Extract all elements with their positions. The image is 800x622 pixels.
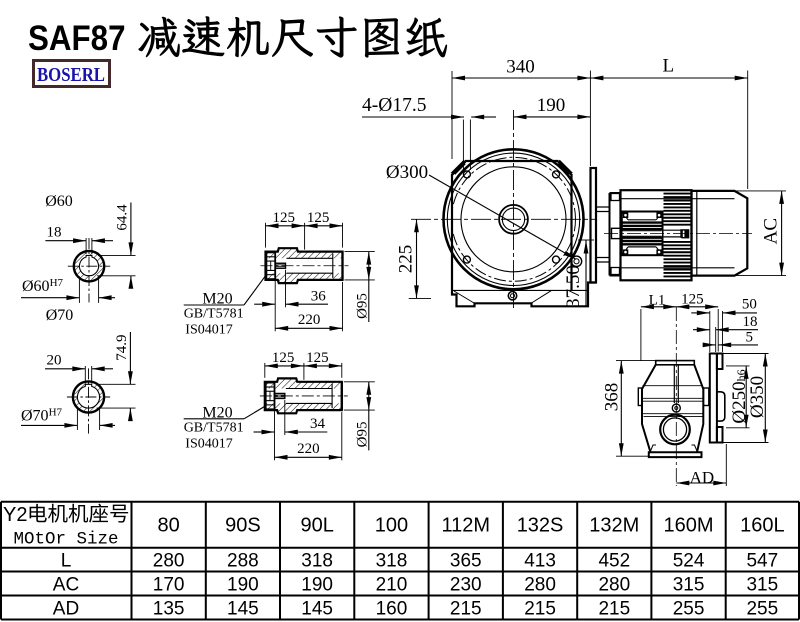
svg-text:318: 318 [301,551,333,572]
svg-text:190: 190 [537,95,566,116]
svg-text:318: 318 [376,551,408,572]
svg-text:GB/T5781: GB/T5781 [184,307,244,322]
svg-text:160M: 160M [664,515,714,537]
svg-text:135: 135 [153,598,185,619]
svg-text:Y2: Y2 [3,504,27,526]
svg-text:288: 288 [227,551,259,572]
svg-text:37.50: 37.50 [563,265,584,308]
svg-text:160L: 160L [740,515,785,537]
svg-text:MOtOr Size: MOtOr Size [13,530,118,550]
svg-text:368: 368 [601,383,622,412]
svg-text:210: 210 [376,574,408,595]
svg-text:132S: 132S [517,515,564,537]
svg-text:20: 20 [47,353,62,369]
svg-text:315: 315 [673,574,705,595]
svg-text:170: 170 [153,574,185,595]
svg-text:255: 255 [673,598,705,619]
svg-text:215: 215 [450,598,482,619]
svg-text:125: 125 [307,210,330,226]
svg-text:220: 220 [297,441,320,457]
svg-text:36: 36 [311,288,327,304]
svg-text:SAF87: SAF87 [28,19,126,58]
svg-text:Ø95: Ø95 [355,293,371,319]
svg-text:64.4: 64.4 [114,204,130,231]
svg-text:GB/T5781: GB/T5781 [184,420,244,435]
svg-text:365: 365 [450,551,482,572]
svg-text:145: 145 [227,598,259,619]
svg-text:255: 255 [746,598,778,619]
svg-text:90L: 90L [300,515,333,537]
svg-text:125: 125 [681,292,704,308]
svg-text:340: 340 [506,57,535,78]
svg-text:Ø95: Ø95 [355,421,371,447]
svg-text:74.9: 74.9 [114,334,130,360]
svg-text:280: 280 [524,574,556,595]
svg-text:34: 34 [310,416,326,432]
svg-text:AC: AC [53,574,79,595]
svg-text:112M: 112M [441,515,490,537]
svg-text:IS04017: IS04017 [185,323,232,338]
svg-text:215: 215 [524,598,556,619]
svg-text:80: 80 [158,515,180,537]
svg-text:Ø300: Ø300 [386,162,428,183]
svg-text:160: 160 [376,598,408,619]
svg-text:100: 100 [375,515,408,537]
svg-text:145: 145 [301,598,333,619]
svg-text:547: 547 [746,551,778,572]
svg-text:18: 18 [743,314,758,330]
svg-text:315: 315 [746,574,778,595]
svg-text:220: 220 [298,312,321,328]
svg-text:AD: AD [53,598,79,619]
svg-text:452: 452 [598,551,630,572]
svg-text:Ø350: Ø350 [747,376,768,418]
svg-text:524: 524 [673,551,705,572]
svg-text:413: 413 [524,551,556,572]
svg-text:230: 230 [450,574,482,595]
svg-text:Ø70: Ø70 [46,307,74,324]
svg-text:190: 190 [227,574,259,595]
svg-text:M20: M20 [202,404,232,421]
svg-text:125: 125 [272,350,295,366]
svg-text:280: 280 [153,551,185,572]
svg-text:BOSERL: BOSERL [37,64,105,86]
svg-text:225: 225 [395,245,416,274]
svg-text:Ø60: Ø60 [45,193,73,210]
svg-text:125: 125 [306,350,329,366]
svg-text:125: 125 [273,210,296,226]
svg-text:L: L [662,56,674,77]
svg-text:50: 50 [742,296,757,312]
svg-text:M20: M20 [202,291,232,308]
svg-text:5: 5 [746,329,754,345]
svg-text:90S: 90S [225,515,261,537]
svg-text:18: 18 [47,225,62,241]
svg-text:AD: AD [690,468,715,487]
svg-text:L1: L1 [649,293,666,309]
svg-text:4-Ø17.5: 4-Ø17.5 [362,95,426,116]
svg-text:215: 215 [598,598,630,619]
svg-text:190: 190 [301,574,333,595]
svg-text:280: 280 [598,574,630,595]
svg-text:132M: 132M [589,515,639,537]
svg-text:AC: AC [760,218,781,244]
svg-text:L: L [61,551,72,572]
svg-text:IS04017: IS04017 [185,436,232,451]
svg-text:Ø250h6: Ø250h6 [729,369,750,423]
